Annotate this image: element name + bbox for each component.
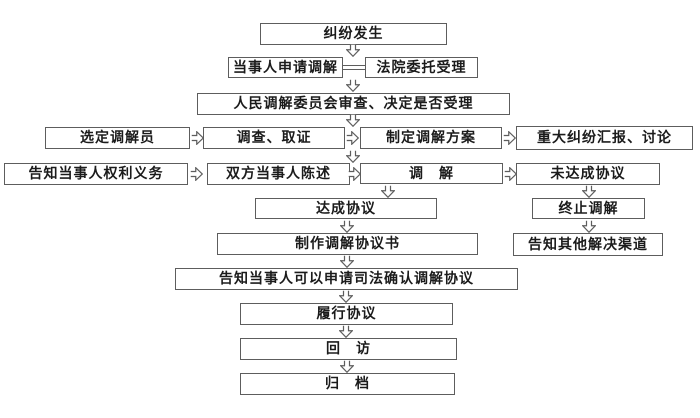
flow-arrow-down-icon xyxy=(339,290,353,303)
node-court-entrust-acceptance: 法院委托受理 xyxy=(365,57,478,78)
flow-arrow-right-icon xyxy=(504,167,517,181)
flow-arrow-down-icon xyxy=(346,79,360,92)
flow-arrow-down-icon xyxy=(582,185,596,198)
node-no-agreement: 未达成协议 xyxy=(516,163,660,185)
node-terminate-mediation: 终止调解 xyxy=(532,198,645,219)
flow-arrow-right-icon xyxy=(503,131,516,145)
flow-arrow-down-icon xyxy=(339,325,353,338)
node-make-mediation-plan: 制定调解方案 xyxy=(360,127,502,149)
node-archive: 归 档 xyxy=(240,373,455,395)
node-mediation: 调 解 xyxy=(360,163,503,184)
equal-link-connector xyxy=(343,65,365,70)
node-major-dispute-report: 重大纠纷汇报、讨论 xyxy=(516,126,693,150)
node-judicial-confirmation: 告知当事人可以申请司法确认调解协议 xyxy=(175,268,518,290)
flow-arrow-right-icon xyxy=(190,167,203,181)
flow-arrow-right-icon xyxy=(346,131,359,145)
node-inform-rights-obligations: 告知当事人权利义务 xyxy=(4,163,188,185)
node-party-apply-mediation: 当事人申请调解 xyxy=(228,57,343,78)
flow-arrow-down-icon xyxy=(582,220,596,233)
flow-arrow-down-icon xyxy=(346,150,360,163)
node-dispute-occurs: 纠纷发生 xyxy=(260,23,447,45)
flow-arrow-down-icon xyxy=(340,220,354,233)
node-follow-up-visit: 回 访 xyxy=(240,338,457,360)
flow-arrow-down-icon xyxy=(340,360,354,373)
node-perform-agreement: 履行协议 xyxy=(240,303,453,325)
node-committee-review: 人民调解委员会审查、决定是否受理 xyxy=(197,93,510,115)
node-inform-other-channels: 告知其他解决渠道 xyxy=(513,233,663,256)
flow-arrow-right-icon xyxy=(191,131,204,145)
flow-arrow-down-icon xyxy=(346,44,360,57)
flow-arrow-down-icon xyxy=(346,114,360,127)
node-agreement-reached: 达成协议 xyxy=(255,198,437,219)
flow-arrow-down-icon xyxy=(340,255,354,268)
node-both-parties-statements: 双方当事人陈述 xyxy=(207,163,350,185)
flow-arrow-right-icon xyxy=(348,167,361,181)
flow-arrow-down-icon xyxy=(381,185,395,198)
node-investigate-evidence: 调查、取证 xyxy=(203,127,345,149)
node-make-agreement-document: 制作调解协议书 xyxy=(217,233,478,255)
node-select-mediator: 选定调解员 xyxy=(45,127,190,149)
